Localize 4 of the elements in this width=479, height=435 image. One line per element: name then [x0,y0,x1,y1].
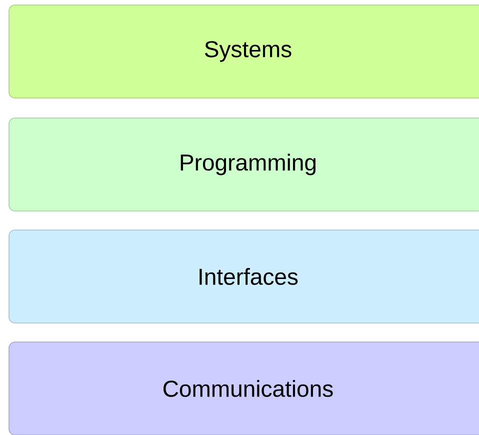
layer-box: Communications [8,342,479,435]
layer-box: Interfaces [8,230,479,324]
layer-box: Programming [8,118,479,212]
layer-box: Systems [8,4,479,98]
